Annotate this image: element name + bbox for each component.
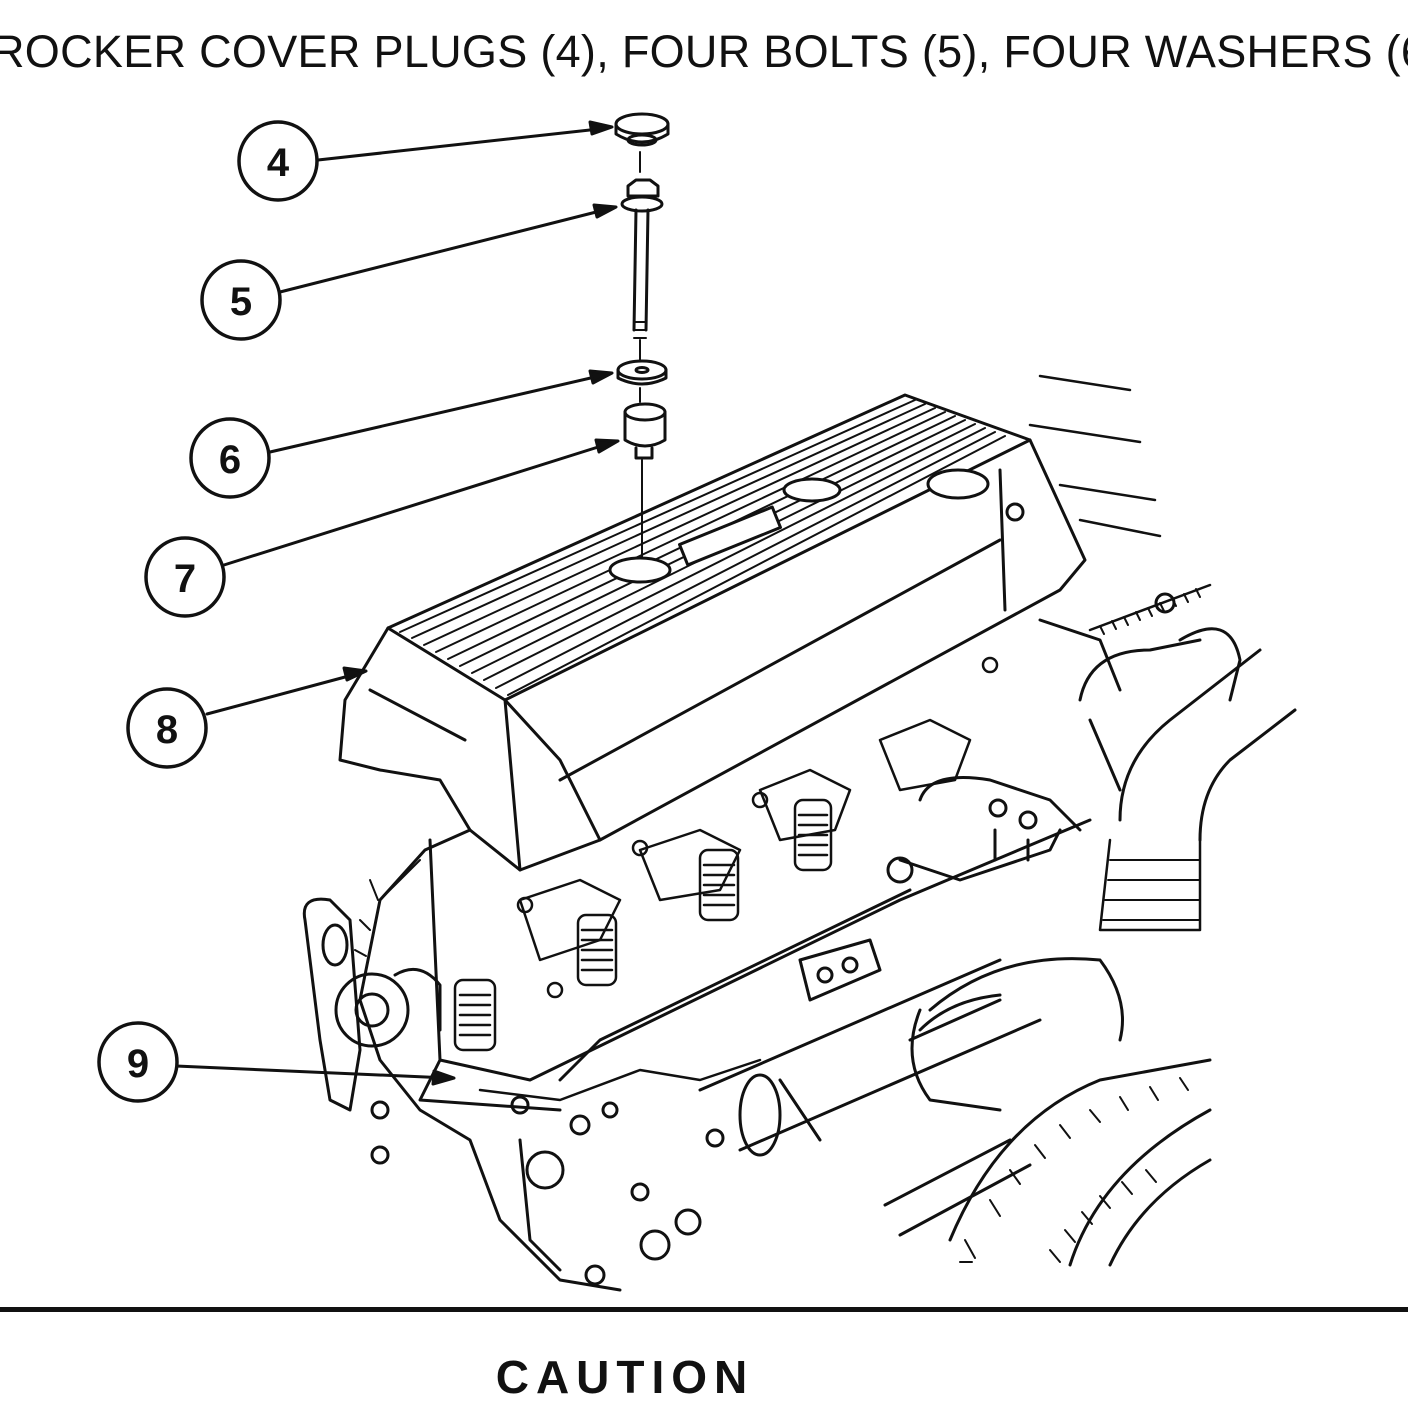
caution-heading: CAUTION <box>495 1351 755 1403</box>
callout-number: 5 <box>230 280 252 324</box>
engine-block-drawing <box>302 374 1297 1292</box>
callout-number: 8 <box>156 708 178 752</box>
callout-5: 5 <box>200 259 282 341</box>
callout-number: 7 <box>174 557 196 601</box>
plug-part-drawing <box>614 112 670 173</box>
bolt-part-drawing <box>620 178 664 361</box>
engine-illustration: 4 5 6 7 8 9 <box>97 112 1297 1292</box>
callout-4: 4 <box>237 120 319 202</box>
callout-7: 7 <box>144 536 226 618</box>
callout-number: 9 <box>127 1042 149 1086</box>
washer-part-drawing <box>616 359 668 403</box>
callout-leaders <box>174 120 620 1086</box>
callout-number: 6 <box>219 438 241 482</box>
section-divider <box>0 1307 1408 1312</box>
callout-9: 9 <box>97 1021 179 1103</box>
callout-6: 6 <box>189 417 271 499</box>
rocker-cover-drawing <box>338 393 1087 872</box>
callout-8: 8 <box>126 687 208 769</box>
step-heading: ROCKER COVER PLUGS (4), FOUR BOLTS (5), … <box>0 26 1408 77</box>
callout-number: 4 <box>267 141 290 185</box>
